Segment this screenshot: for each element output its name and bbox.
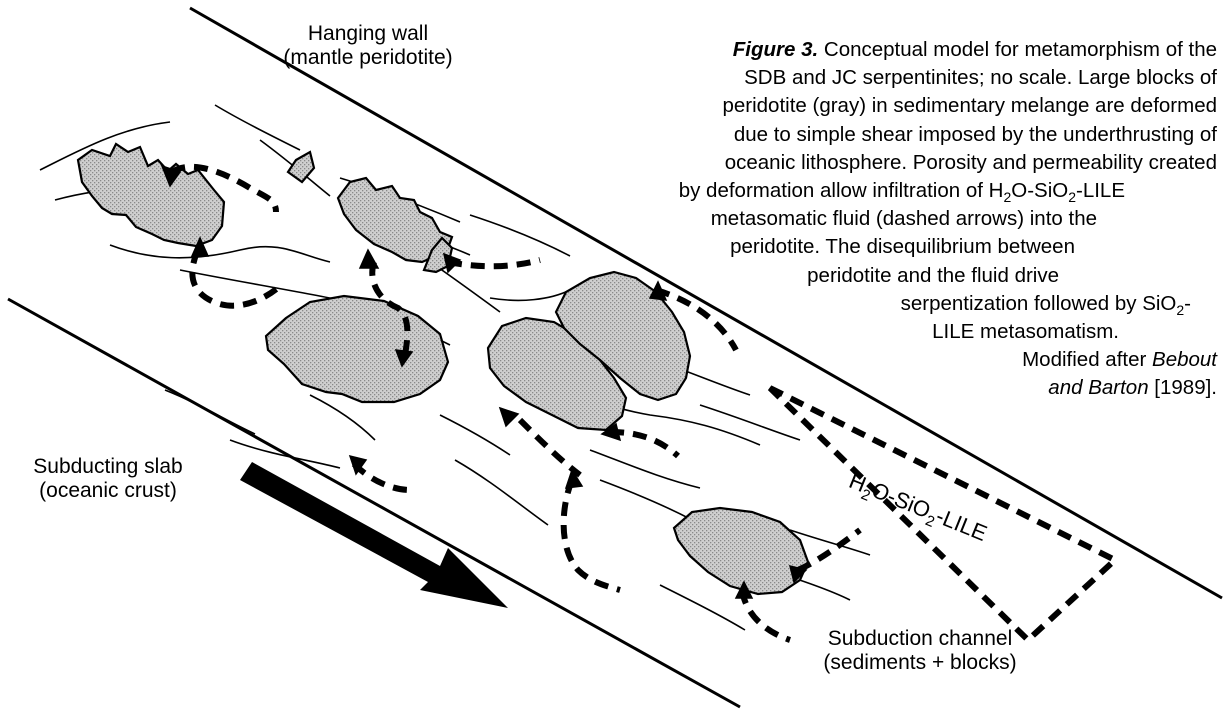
peridotite-block-5 <box>266 296 448 402</box>
caption-line: Modified after Bebout <box>497 346 1217 374</box>
caption-line: peridotite. The disequilibrium between <box>497 233 1217 261</box>
subducting-slab-label: Subducting slab (oceanic crust) <box>8 455 208 503</box>
hanging-wall-title: Hanging wall <box>258 22 478 46</box>
caption-line: serpentization followed by SiO2- <box>497 290 1217 318</box>
caption-line: peridotite (gray) in sedimentary melange… <box>497 92 1217 120</box>
subduction-channel-label: Subduction channel (sediments + blocks) <box>790 627 1050 675</box>
subduction-channel-subtitle: (sediments + blocks) <box>790 651 1050 675</box>
subducting-slab-title: Subducting slab <box>8 455 208 479</box>
hanging-wall-subtitle: (mantle peridotite) <box>258 46 478 70</box>
peridotite-block-8 <box>674 508 808 594</box>
hanging-wall-label: Hanging wall (mantle peridotite) <box>258 22 478 70</box>
figure-number: Figure 3. <box>733 38 818 61</box>
caption-line: by deformation allow infiltration of H2O… <box>497 177 1217 205</box>
subduction-channel-title: Subduction channel <box>790 627 1050 651</box>
caption-line: Figure 3. Conceptual model for metamorph… <box>497 36 1217 64</box>
caption-line: peridotite and the fluid drive <box>497 262 1217 290</box>
caption-line: SDB and JC serpentinites; no scale. Larg… <box>497 64 1217 92</box>
caption-line: due to simple shear imposed by the under… <box>497 121 1217 149</box>
subducting-slab-subtitle: (oceanic crust) <box>8 479 208 503</box>
caption-line: LILE metasomatism. <box>497 318 1217 346</box>
figure-caption: Figure 3. Conceptual model for metamorph… <box>497 36 1217 403</box>
caption-line: metasomatic fluid (dashed arrows) into t… <box>497 205 1217 233</box>
caption-line: oceanic lithosphere. Porosity and permea… <box>497 149 1217 177</box>
caption-line: and Barton [1989]. <box>497 374 1217 402</box>
peridotite-block-2 <box>288 152 314 182</box>
slab-motion-arrow <box>240 462 508 608</box>
peridotite-block-1 <box>78 144 224 246</box>
